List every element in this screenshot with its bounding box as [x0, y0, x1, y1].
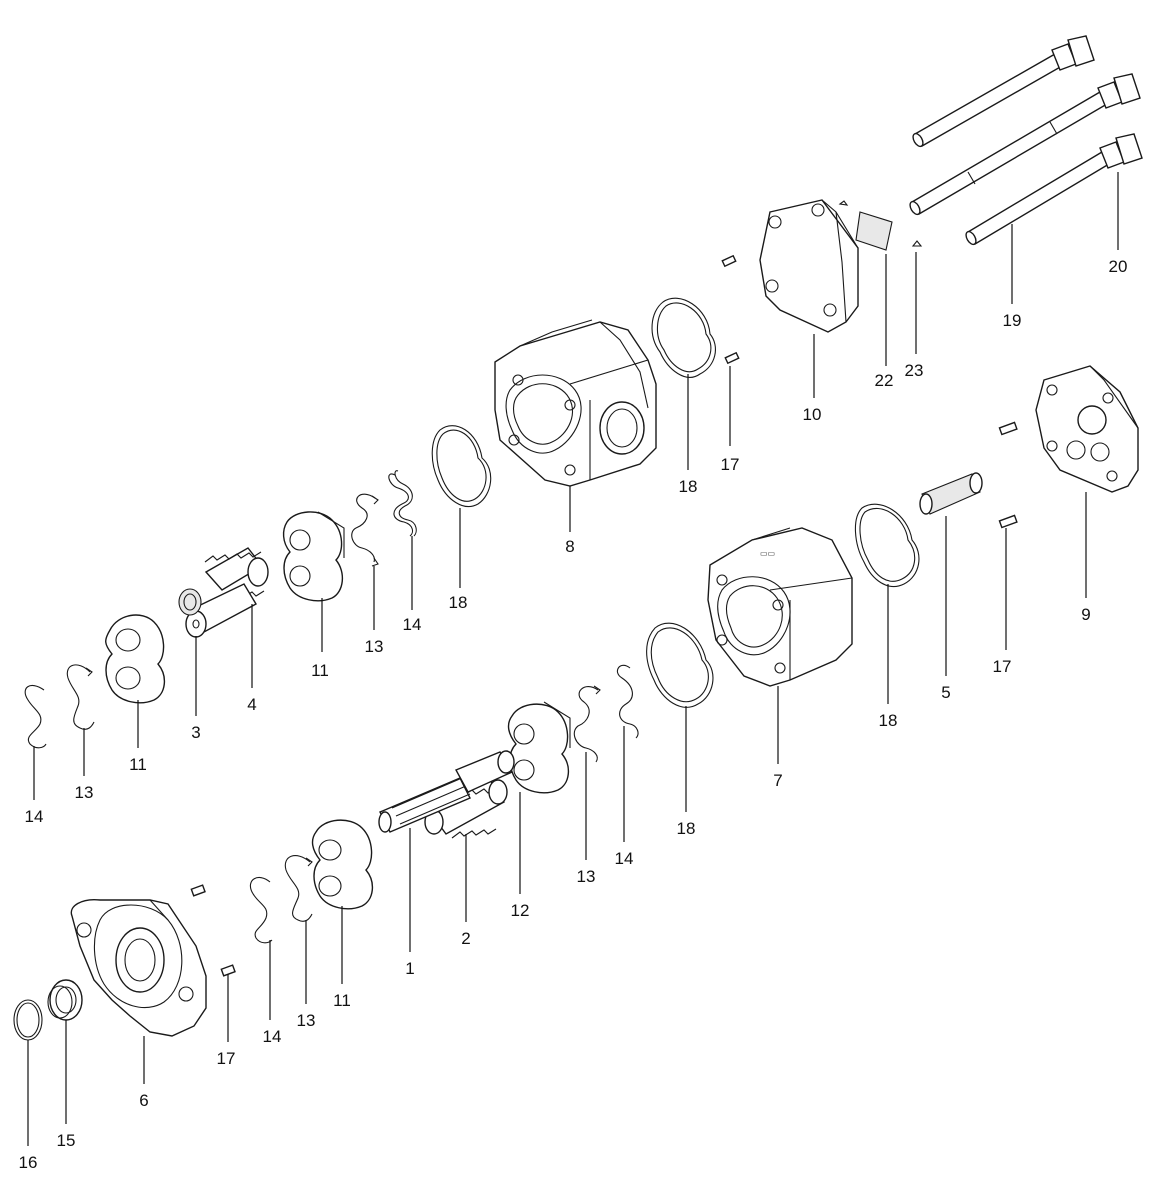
callout-18-upper-left: 18	[449, 593, 468, 612]
nameplate-22	[840, 201, 892, 250]
callout-18-upper-right: 18	[679, 477, 698, 496]
o-ring-18-lower-right	[855, 504, 919, 586]
callout-16: 16	[19, 1153, 38, 1172]
callout-14-upper-left: 14	[25, 807, 44, 826]
bearing-block-12	[509, 702, 570, 793]
callout-1: 1	[405, 959, 414, 978]
seal-13-upper	[352, 494, 378, 566]
callout-2: 2	[461, 929, 470, 948]
callout-7: 7	[773, 771, 782, 790]
callout-13-lower-right: 13	[577, 867, 596, 886]
callout-14-lower-right: 14	[615, 849, 634, 868]
seal-14-lower-right	[617, 665, 638, 738]
splined-coupling-5	[920, 473, 982, 514]
callout-20: 20	[1109, 257, 1128, 276]
seal-14-upper	[389, 471, 416, 536]
seal-13-lower-right	[574, 686, 600, 762]
leader-lines	[27, 172, 1119, 1146]
callout-13-upper-left: 13	[75, 783, 94, 802]
callout-14-lower: 14	[263, 1027, 282, 1046]
tie-bolt-19-upper	[911, 36, 1094, 148]
needle-bearing-3	[179, 589, 201, 615]
tie-bolt-19-middle	[908, 74, 1140, 216]
callout-9: 9	[1081, 605, 1090, 624]
bearing-block-11-lower	[313, 820, 373, 909]
bearing-block-11-upper-right	[284, 512, 344, 601]
dowel-pin-upper	[722, 256, 738, 364]
callout-13-lower: 13	[297, 1011, 316, 1030]
callout-4: 4	[247, 695, 256, 714]
dowel-pins-17-left	[191, 885, 235, 976]
callout-11-lower: 11	[333, 991, 351, 1010]
pump-body-7: ▭▭	[708, 528, 852, 686]
callout-15: 15	[57, 1131, 76, 1150]
callout-labels: 20 19 22 23 10 17 18 8 18 14 13 11 4 3 1…	[19, 257, 1128, 1172]
seal-13-lower	[285, 856, 312, 922]
callout-22: 22	[875, 371, 894, 390]
bearing-block-11-upper-left	[106, 615, 165, 703]
callout-12: 12	[511, 901, 530, 920]
callout-19: 19	[1003, 311, 1022, 330]
callout-11-upper-right: 11	[311, 661, 329, 680]
end-plate-9	[1036, 366, 1138, 492]
seal-14-lower	[250, 877, 272, 942]
callout-8: 8	[565, 537, 574, 556]
rear-cover-10	[760, 200, 858, 332]
seal-14-upper-left	[25, 685, 46, 747]
seal-13-upper-left	[67, 665, 94, 729]
callout-3: 3	[191, 723, 200, 742]
o-ring-18-upper-right	[652, 298, 715, 377]
callout-13-upper: 13	[365, 637, 384, 656]
tie-bolt-19-lower	[964, 134, 1142, 246]
callout-23: 23	[905, 361, 924, 380]
o-ring-18-upper-left	[432, 426, 490, 507]
callout-17-upper: 17	[721, 455, 740, 474]
rivet-23	[913, 241, 921, 246]
callout-5: 5	[941, 683, 950, 702]
drive-shaft-1	[379, 751, 514, 832]
gear-shaft-4	[186, 548, 268, 637]
front-flange-6	[71, 900, 206, 1036]
callout-6: 6	[139, 1091, 148, 1110]
embossed-text-mark: ▭▭	[760, 549, 775, 558]
o-ring-18-lower-left	[647, 623, 713, 707]
snap-ring-16	[14, 1000, 42, 1040]
callout-18-lower-left: 18	[677, 819, 696, 838]
callout-18-lower-right: 18	[879, 711, 898, 730]
pump-body-8	[495, 320, 656, 486]
callout-14-upper: 14	[403, 615, 422, 634]
callout-10: 10	[803, 405, 822, 424]
callout-17-right: 17	[993, 657, 1012, 676]
callout-11-upper-left: 11	[129, 755, 147, 774]
shaft-seal-15	[48, 980, 82, 1020]
dowel-pins-17-right	[999, 422, 1016, 527]
callout-17-lower: 17	[217, 1049, 236, 1068]
